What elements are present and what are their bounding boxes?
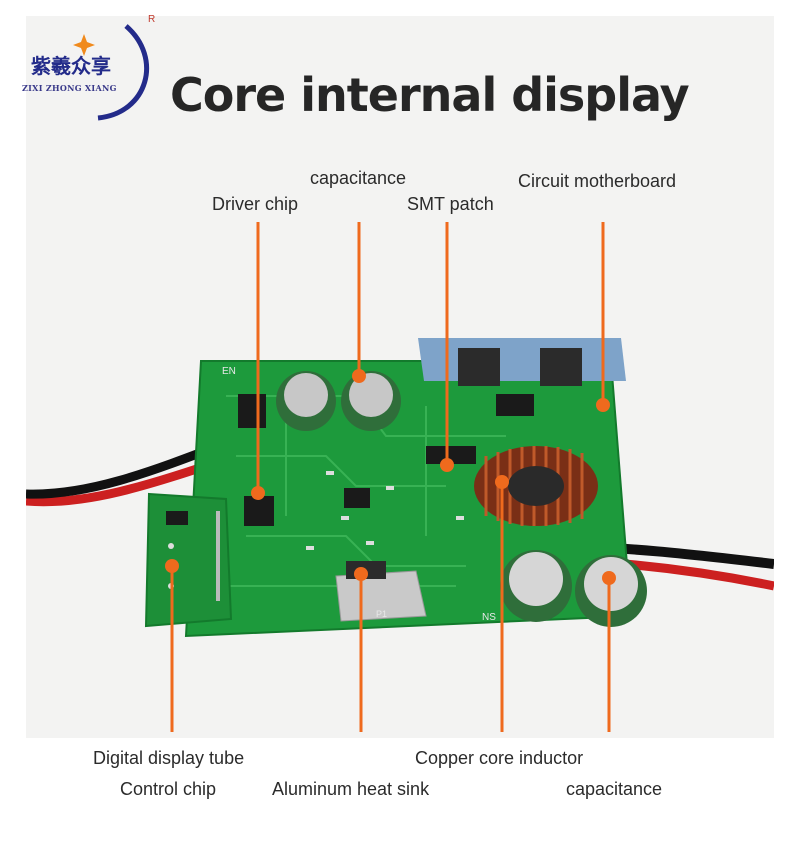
logo-swoosh-icon bbox=[73, 24, 150, 121]
label-digital-display-tube: Digital display tube bbox=[93, 748, 245, 768]
page-title: Core internal display bbox=[170, 68, 690, 122]
label-aluminum-heat-sink: Aluminum heat sink bbox=[272, 779, 430, 799]
board-mark-ns: NS bbox=[482, 612, 496, 623]
label-copper-core-inductor: Copper core inductor bbox=[415, 748, 584, 768]
label-circuit-motherboard: Circuit motherboard bbox=[518, 171, 677, 191]
registered-mark: R bbox=[148, 14, 156, 25]
label-capacitance-top: capacitance bbox=[310, 168, 407, 188]
board-mark-p1: P1 bbox=[376, 609, 387, 619]
label-driver-chip: Driver chip bbox=[212, 194, 299, 214]
product-photo: EN NS P1 bbox=[25, 16, 775, 738]
label-control-chip: Control chip bbox=[120, 779, 217, 799]
label-smt-patch: SMT patch bbox=[407, 194, 494, 214]
label-capacitance-bottom: capacitance bbox=[566, 779, 663, 799]
logo-english-text: ZIXI ZHONG XIANG bbox=[22, 83, 117, 93]
logo-chinese-text: 紫羲众享 bbox=[31, 54, 111, 78]
board-mark-en: EN bbox=[222, 366, 236, 377]
circuit-board-illustration: EN NS P1 bbox=[25, 338, 775, 638]
